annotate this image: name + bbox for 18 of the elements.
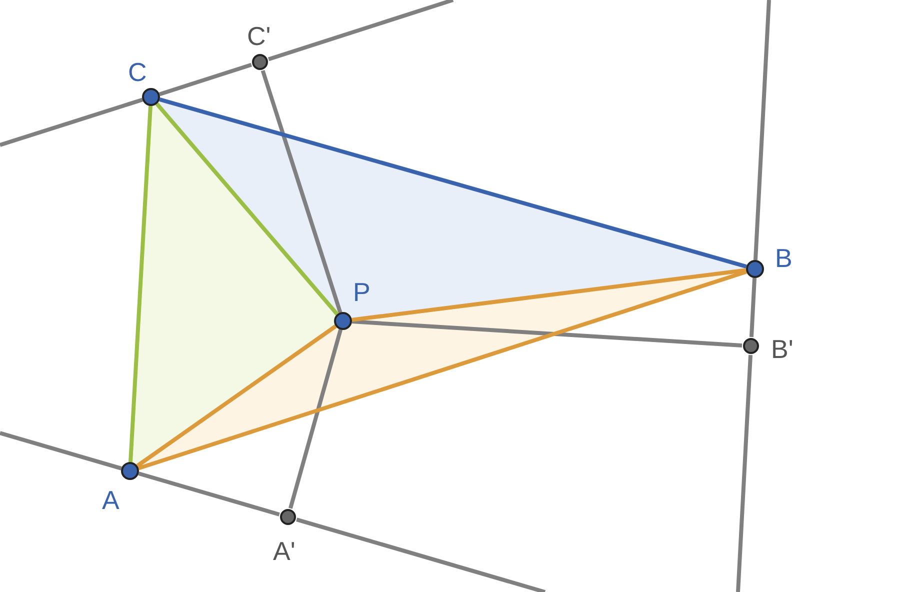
line-segment bbox=[352, 320, 742, 348]
line-segment bbox=[138, 472, 280, 516]
point-label: P bbox=[353, 279, 370, 305]
line-segment bbox=[155, 102, 339, 316]
line-segment bbox=[128, 106, 152, 462]
point-label: B bbox=[775, 245, 792, 271]
line-segment bbox=[136, 324, 337, 468]
point-label: B' bbox=[771, 336, 794, 362]
line-segment bbox=[158, 62, 252, 96]
point-label: C' bbox=[247, 23, 271, 49]
line-segment bbox=[749, 278, 757, 338]
line-segment bbox=[288, 329, 342, 509]
point-label: A' bbox=[273, 538, 296, 564]
point-label: A bbox=[102, 487, 120, 513]
point-label: C bbox=[128, 59, 147, 85]
line-segment bbox=[352, 268, 746, 322]
line-segment bbox=[159, 98, 747, 268]
line-segment bbox=[260, 70, 342, 314]
